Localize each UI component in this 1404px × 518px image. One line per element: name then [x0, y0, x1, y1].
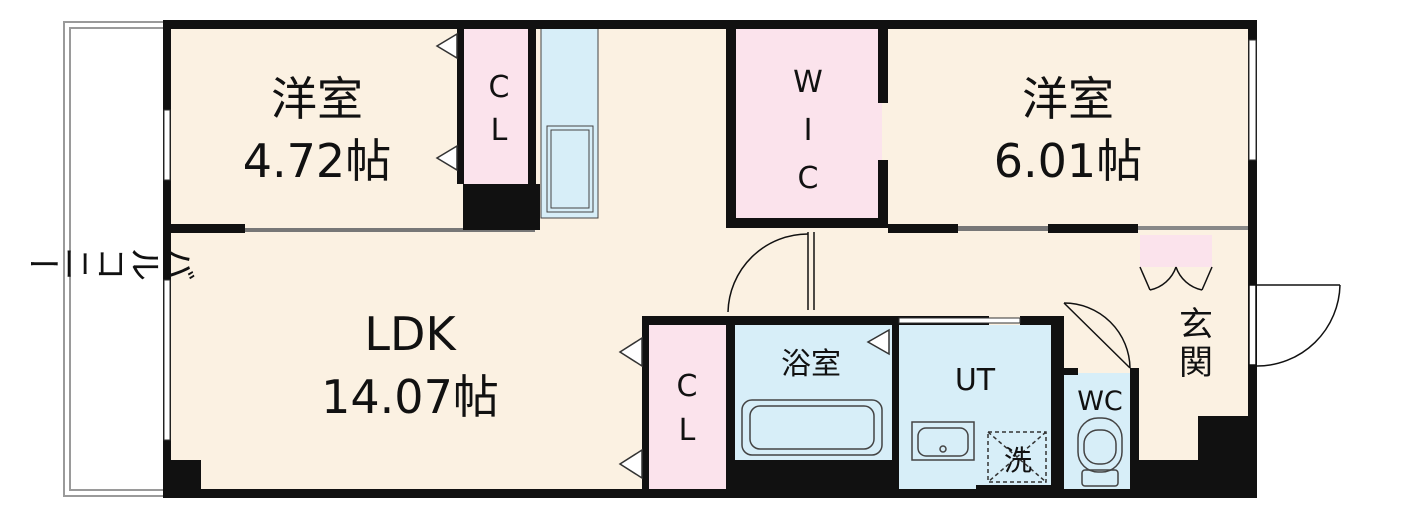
- room-fills: [170, 27, 1250, 490]
- toilet-fixture: [1077, 417, 1123, 487]
- closet-top-fill: [463, 28, 529, 184]
- door-swings: [727, 232, 1213, 369]
- room-size-western-right: 6.01帖: [994, 134, 1142, 188]
- room-label-ldk: LDK: [364, 307, 457, 361]
- balcony-label: バルコニー: [27, 241, 197, 281]
- closet-top-l: L: [491, 113, 508, 148]
- room-size-western-left: 4.72帖: [243, 134, 391, 188]
- bathroom-fill: [735, 325, 892, 460]
- entrance-label-2: 関: [1179, 343, 1213, 383]
- wic-fill: [735, 28, 882, 220]
- utility-label: UT: [955, 363, 996, 398]
- room-label-western-right: 洋室: [1022, 72, 1114, 126]
- closet-top-c: C: [489, 70, 510, 105]
- balcony: [63, 21, 163, 497]
- closet-markers: [435, 32, 890, 480]
- wic-i: I: [804, 113, 813, 148]
- windows: [163, 39, 1257, 441]
- toilet-label: WC: [1077, 386, 1123, 417]
- closet-ldk-l: L: [679, 413, 696, 448]
- walls: [163, 20, 1257, 498]
- wic-c: C: [798, 161, 819, 196]
- entrance-label-1: 玄: [1179, 305, 1213, 345]
- closet-ldk-c: C: [677, 369, 698, 404]
- washbasin: [911, 421, 975, 461]
- washing-machine: [987, 431, 1047, 483]
- entrance-shelf-fill: [1140, 235, 1212, 267]
- washer-label: 洗: [1004, 444, 1032, 477]
- room-label-western-left: 洋室: [271, 72, 363, 126]
- bathroom-label: 浴室: [781, 347, 841, 382]
- closet-ldk-fill: [648, 325, 726, 490]
- entrance-door: [1248, 284, 1341, 367]
- utility-fill: [899, 325, 1051, 490]
- wic-w: W: [793, 65, 823, 100]
- kitchen-sink: [550, 129, 590, 209]
- bathtub: [741, 399, 883, 456]
- room-size-ldk: 14.07帖: [321, 370, 499, 424]
